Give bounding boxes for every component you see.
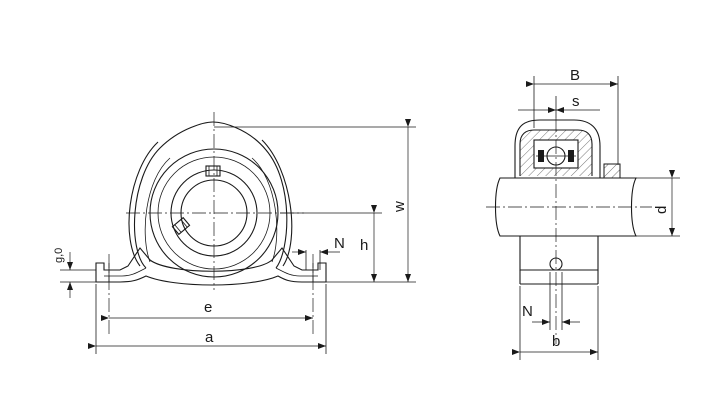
dimension-s: s: [518, 93, 600, 118]
dimension-g-label: g,0: [53, 248, 65, 263]
dimension-d-label: d: [653, 206, 670, 214]
lock-collar: [603, 163, 621, 179]
bearing-insert-section: [519, 129, 621, 179]
shaft: [486, 177, 652, 237]
housing-body: [128, 121, 293, 278]
dimension-b-upper: B: [526, 67, 619, 165]
dimension-w-label: w: [391, 201, 408, 213]
front-view: e a g,0 h N: [53, 112, 416, 354]
housing-base: [95, 247, 327, 286]
dimension-b-lower-label: b: [552, 333, 560, 350]
dimension-e-label: e: [204, 299, 212, 316]
dimension-w: w: [214, 119, 416, 283]
dimension-a-label: a: [205, 329, 214, 346]
dimension-n-front-label: N: [334, 235, 345, 252]
side-housing: [514, 118, 601, 344]
dimension-n-side-label: N: [522, 303, 533, 320]
dimension-n-front: N: [292, 235, 345, 270]
seal-left: [538, 150, 544, 162]
dimension-s-label: s: [572, 93, 580, 110]
dimension-h-label: h: [360, 237, 368, 254]
set-screw-side: [171, 216, 191, 236]
set-screw-top: [205, 165, 221, 177]
dimension-a: a: [88, 284, 327, 354]
dimension-e: e: [101, 299, 313, 321]
seal-right: [568, 150, 574, 162]
dimension-h: h: [280, 205, 382, 283]
dimension-d: d: [636, 170, 680, 237]
side-view: B s d N b: [486, 67, 680, 360]
dimension-n-side: N: [522, 272, 580, 330]
dimension-b-lower: b: [512, 286, 599, 360]
dimension-b-upper-label: B: [570, 67, 580, 84]
dimension-g: g,0: [53, 248, 96, 298]
